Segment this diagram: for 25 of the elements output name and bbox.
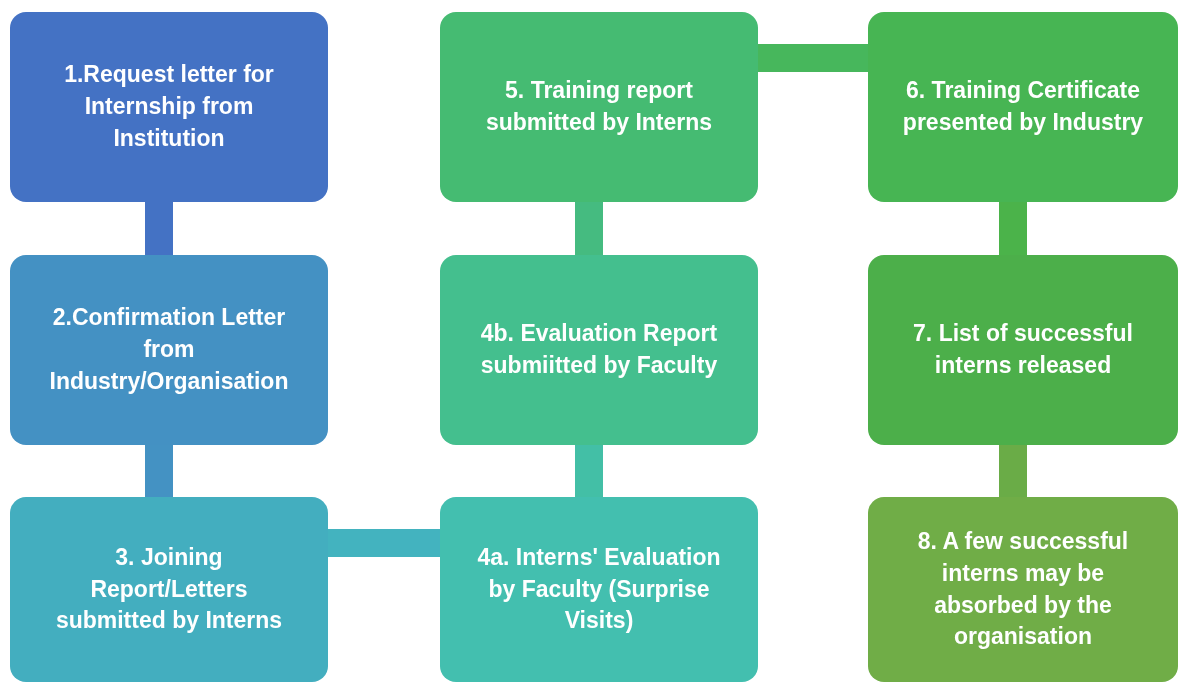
process-box [440, 497, 758, 682]
connector-bar [758, 44, 868, 72]
process-box [10, 12, 328, 202]
step-text: 2.Confirmation Letter from Industry/Organisation [48, 303, 290, 396]
process-box [440, 12, 758, 202]
step-text: 5. Training report submitted by Interns [484, 76, 714, 137]
step-text: 7. List of successful interns released [912, 319, 1134, 380]
process-box [868, 12, 1178, 202]
connector-bar [145, 202, 173, 255]
connector-bar [145, 445, 173, 497]
connector-bar [999, 202, 1027, 255]
process-box [10, 255, 328, 445]
step-text: 3. Joining Report/Letters submitted by Interns [54, 542, 284, 636]
step-text: 4b. Evaluation Report submiitted by Faculty [479, 319, 719, 380]
step-text: 1.Request letter for Internship from Institution [63, 60, 275, 153]
process-box [10, 497, 328, 682]
process-box [440, 255, 758, 445]
step-text: 4a. Interns' Evaluation by Faculty (Surprise Visits) [476, 542, 722, 636]
process-box [868, 497, 1178, 682]
connector-bar [575, 202, 603, 255]
connector-bar [575, 445, 603, 497]
step-text: 6. Training Certificate presented by Industry [902, 76, 1144, 137]
process-box [868, 255, 1178, 445]
step-text: 8. A few successful interns may be absorbed by the organisation [916, 527, 1130, 652]
connector-bar [328, 529, 440, 557]
